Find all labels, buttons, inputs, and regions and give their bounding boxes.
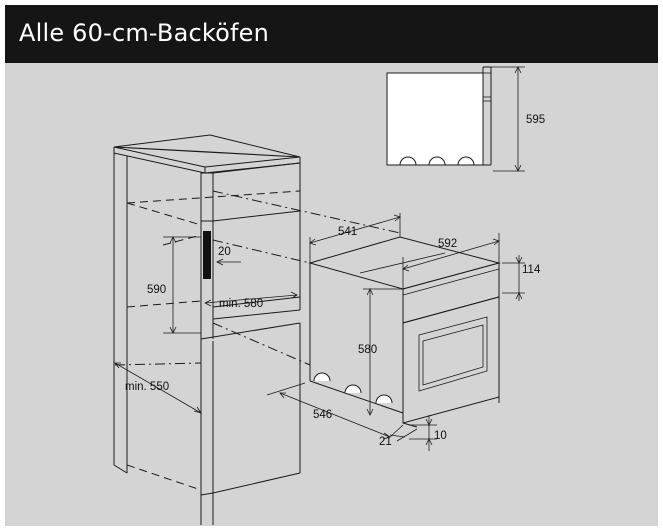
- tall-cabinet: [113, 134, 301, 525]
- dim-niche-width: min. 580: [219, 298, 263, 310]
- centerline-bottom: [212, 322, 311, 366]
- header-bar: Alle 60-cm-Backöfen: [5, 5, 658, 63]
- dim-top-height: 595: [526, 114, 545, 126]
- oven-dimension-lines: [266, 213, 525, 451]
- dim-panel-height: 114: [522, 264, 541, 276]
- dim-front-offset: 21: [379, 436, 392, 448]
- centerline-mid: [212, 239, 311, 264]
- oven-installation-drawing: 595: [113, 66, 545, 525]
- dim-bottom-gap: 10: [434, 430, 447, 442]
- dim-cabinet-depth: min. 550: [125, 381, 169, 393]
- centerline-floor: [114, 362, 202, 366]
- centerline-top: [212, 190, 401, 234]
- dim-body-depth: 546: [313, 409, 332, 421]
- oven-side-view: [386, 66, 525, 172]
- niche-dimension-lines: [114, 236, 298, 414]
- oven-body: [308, 236, 501, 428]
- dim-oven-depth: 541: [338, 226, 357, 238]
- dim-niche-height: 590: [147, 284, 166, 296]
- dim-oven-height: 580: [358, 344, 377, 356]
- installation-diagram-panel: Alle 60-cm-Backöfen 595: [5, 5, 658, 526]
- dim-oven-width: 592: [438, 238, 457, 250]
- page-title: Alle 60-cm-Backöfen: [19, 19, 270, 47]
- dim-vent-gap: 20: [218, 246, 231, 258]
